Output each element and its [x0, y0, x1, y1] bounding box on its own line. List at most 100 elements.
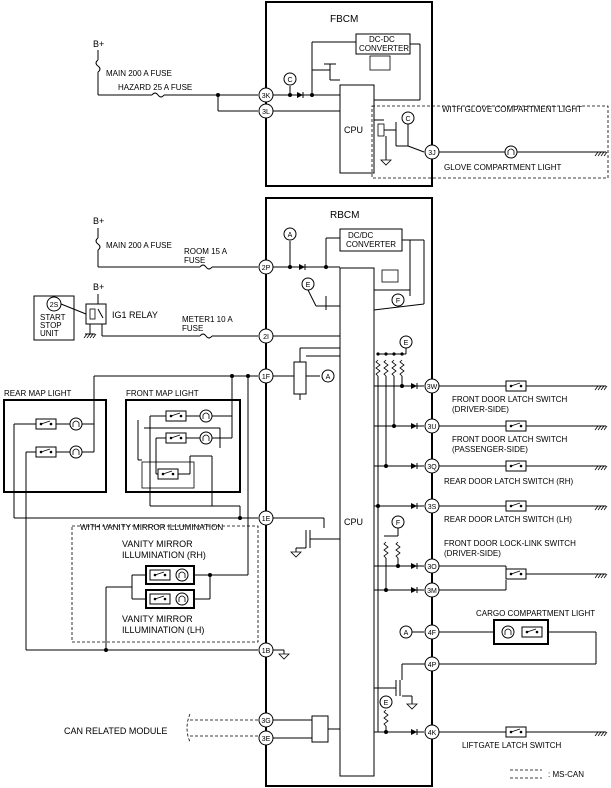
rbcm-main-fuse-symbol [95, 237, 101, 251]
rbcm-pin-3o-label: 3O [427, 564, 437, 571]
start-stop-unit [33, 295, 75, 341]
rear-door-latch-rh-switch [505, 460, 527, 472]
rbcm-room-fuse-label-2: FUSE [184, 256, 205, 265]
front-map-switch-2 [165, 432, 187, 444]
fbcm-dcdc-label-2: CONVERTER [359, 44, 409, 53]
rbcm-room-fuse-symbol [199, 264, 213, 270]
rbcm-map-light-driver [293, 361, 307, 395]
vanity-option-label: WITH VANITY MIRROR ILLUMINATION [80, 523, 223, 532]
start-stop-pin-label: 2S [50, 302, 59, 309]
rbcm-pin-1b-label: 1B [262, 648, 271, 655]
front-door-latch-passenger-switch [505, 420, 527, 432]
rbcm-marker-e-3-label: E [384, 700, 389, 707]
rbcm-cpu-label: CPU [344, 517, 363, 527]
front-door-latch-passenger-label-1: FRONT DOOR LATCH SWITCH [452, 435, 567, 444]
glove-compartment-light-icon [504, 145, 518, 159]
can-module-label: CAN RELATED MODULE [64, 726, 167, 736]
fbcm-marker-c-1 [283, 72, 297, 86]
rbcm-pin-4p-label: 4P [428, 662, 437, 669]
rbcm-meter-fuse-label-2: FUSE [182, 324, 203, 333]
rbcm-marker-e-2-label: E [404, 340, 409, 347]
front-map-switch-3 [157, 468, 179, 480]
rbcm-marker-e-1-label: E [306, 282, 311, 289]
rear-map-bulb-1-icon [69, 417, 83, 431]
rbcm-pin-2i-label: 2I [263, 334, 269, 341]
cargo-light-switch [521, 626, 543, 638]
fbcm-hazard-fuse-symbol [151, 92, 165, 98]
front-door-latch-driver-switch [505, 380, 527, 392]
rbcm-pin-3m-label: 3M [427, 588, 437, 595]
glove-option-label: WITH GLOVE COMPARTMENT LIGHT [442, 105, 582, 114]
start-stop-unit-label-2: STOP [40, 321, 62, 330]
rear-map-bulb-2-icon [69, 445, 83, 459]
rbcm-marker-a-1-label: A [288, 232, 293, 239]
rbcm-title: RBCM [330, 210, 359, 221]
vanity-lh-bulb-icon [175, 592, 189, 606]
ig1-relay-symbol [85, 303, 107, 325]
front-door-latch-driver-label-1: FRONT DOOR LATCH SWITCH [452, 395, 567, 404]
rbcm-pin-3s-label: 3S [428, 504, 437, 511]
legend-ms-can: : MS-CAN [548, 770, 584, 779]
rbcm-pin-3u-label: 3U [428, 424, 437, 431]
front-door-latch-passenger-label-2: (PASSENGER-SIDE) [452, 445, 528, 454]
rbcm-marker-f-2-label: F [396, 520, 400, 527]
front-door-lock-link-label-1: FRONT DOOR LOCK-LINK SWITCH [444, 539, 576, 548]
rbcm-marker-f-1-label: F [396, 298, 400, 305]
fbcm-cpu-label: CPU [344, 125, 363, 135]
fbcm-pin-3j-label: 3J [428, 150, 435, 157]
fbcm-main-fuse-symbol [95, 59, 101, 73]
front-door-latch-driver-label-2: (DRIVER-SIDE) [452, 405, 509, 414]
front-map-bulb-1-icon [199, 409, 213, 423]
rbcm-pin-4f-label: 4F [428, 630, 436, 637]
fbcm-regulator [369, 55, 391, 71]
front-map-light-label: FRONT MAP LIGHT [126, 389, 199, 398]
rbcm-pin-1e-label: 1E [262, 516, 271, 523]
fbcm-main-fuse-label: MAIN 200 A FUSE [106, 69, 172, 78]
fbcm-hazard-fuse-label: HAZARD 25 A FUSE [118, 83, 192, 92]
front-map-switch-1 [165, 410, 187, 422]
fbcm-pin-3l-label: 3L [262, 109, 270, 116]
vanity-rh-bulb-icon [175, 568, 189, 582]
rear-door-latch-rh-label: REAR DOOR LATCH SWITCH (RH) [444, 477, 574, 486]
fbcm-marker-c-1-label: C [287, 77, 292, 84]
ig1-relay-label: IG1 RELAY [112, 310, 158, 320]
rbcm-dcdc-label-2: CONVERTER [346, 240, 396, 249]
rbcm-meter-fuse-label-1: METER1 10 A [182, 315, 233, 324]
rbcm-module [265, 197, 433, 787]
rear-map-switch-2 [35, 446, 57, 458]
rbcm-main-fuse-label: MAIN 200 A FUSE [106, 241, 172, 250]
vanity-lh-label-1: VANITY MIRROR [122, 614, 193, 624]
glove-light-label: GLOVE COMPARTMENT LIGHT [444, 163, 561, 172]
front-map-light [125, 399, 241, 493]
fbcm-b-plus: B+ [93, 39, 104, 49]
rbcm-marker-a-2 [321, 369, 335, 383]
rbcm-pin-3g-label: 3G [261, 718, 270, 725]
vanity-rh-switch [149, 569, 171, 581]
rbcm-pin-2p-label: 2P [262, 265, 271, 272]
start-stop-unit-label-1: START [40, 313, 66, 322]
fbcm-pin-3k-label: 3K [262, 93, 271, 100]
rbcm-dcdc-label-1: DC/DC [348, 231, 374, 240]
rbcm-cpu [339, 267, 375, 777]
start-stop-unit-label-3: UNIT [40, 329, 59, 338]
fbcm-title: FBCM [330, 14, 358, 25]
liftgate-latch-switch [505, 726, 527, 738]
vanity-rh-label-1: VANITY MIRROR [122, 539, 193, 549]
vanity-lh-label-2: ILLUMINATION (LH) [122, 625, 204, 635]
cargo-light-label: CARGO COMPARTMENT LIGHT [476, 609, 595, 618]
rear-map-light [3, 399, 107, 493]
rear-map-light-label: REAR MAP LIGHT [4, 389, 72, 398]
vanity-lh-switch [149, 593, 171, 605]
fbcm-cpu [339, 84, 375, 174]
rear-door-latch-lh-switch [505, 500, 527, 512]
liftgate-latch-label: LIFTGATE LATCH SWITCH [462, 741, 561, 750]
rbcm-b-plus: B+ [93, 216, 104, 226]
fbcm-dcdc-label-1: DC-DC [369, 35, 395, 44]
rbcm-marker-a-3-label: A [404, 630, 409, 637]
vanity-rh-label-2: ILLUMINATION (RH) [122, 550, 206, 560]
front-map-bulb-2-icon [199, 431, 213, 445]
rbcm-marker-a-1 [283, 227, 297, 241]
rbcm-meter-fuse-symbol [199, 333, 213, 339]
rear-door-latch-lh-label: REAR DOOR LATCH SWITCH (LH) [444, 515, 572, 524]
